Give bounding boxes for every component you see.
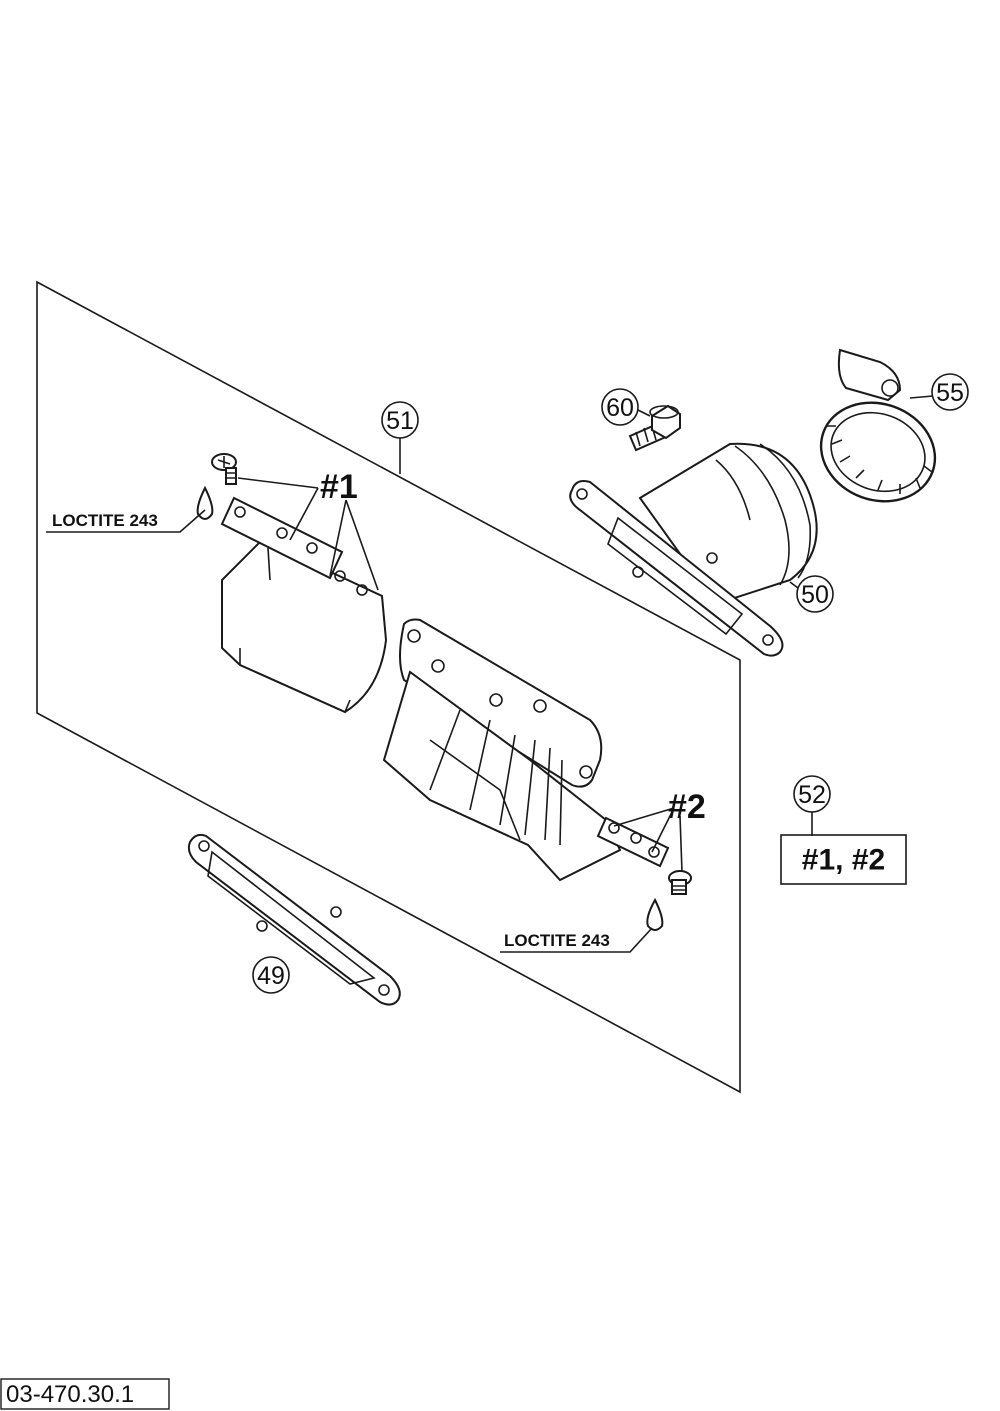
callout-49: 49 xyxy=(252,956,290,994)
hose-clamp-55 xyxy=(819,348,937,503)
svg-text:50: 50 xyxy=(801,581,829,609)
callout-52: 52 xyxy=(793,775,831,813)
kit-box-52: #1, #2 xyxy=(780,834,907,885)
loctite-note-bottom: LOCTITE 243 xyxy=(504,931,610,950)
svg-text:52: 52 xyxy=(798,781,826,809)
group-mark-1: #1 xyxy=(320,468,358,506)
callout-60: 60 xyxy=(601,388,639,426)
leader-loctite-bottom xyxy=(500,927,653,953)
leader-55 xyxy=(909,395,934,399)
screw-upper xyxy=(211,453,237,485)
assembly-51-boundary xyxy=(36,280,741,1094)
callout-55: 55 xyxy=(931,373,969,411)
leader-2 xyxy=(613,807,683,873)
callout-51: 51 xyxy=(381,401,419,439)
leader-loctite-top xyxy=(46,509,206,533)
svg-text:03-470.30.1: 03-470.30.1 xyxy=(6,1381,134,1408)
reed-petal-upper xyxy=(220,496,388,714)
bolt-60 xyxy=(628,404,681,452)
svg-text:55: 55 xyxy=(936,379,964,407)
callout-50: 50 xyxy=(796,575,834,613)
svg-text:49: 49 xyxy=(257,962,285,990)
gasket-49 xyxy=(187,833,401,1006)
loctite-drop-lower xyxy=(646,897,664,931)
leader-1 xyxy=(237,477,379,591)
svg-text:51: 51 xyxy=(386,407,414,435)
leader-60 xyxy=(637,409,651,417)
loctite-note-top: LOCTITE 243 xyxy=(52,511,158,530)
loctite-drop-upper xyxy=(196,485,214,520)
svg-text:#1, #2: #1, #2 xyxy=(802,844,885,877)
group-mark-2: #2 xyxy=(668,788,706,826)
svg-text:60: 60 xyxy=(606,394,634,422)
leader-50 xyxy=(789,581,799,589)
drawing-number-box: 03-470.30.1 xyxy=(0,1378,170,1410)
screw-lower xyxy=(668,870,692,895)
intake-manifold-50 xyxy=(569,442,818,657)
reed-cage xyxy=(382,618,670,882)
